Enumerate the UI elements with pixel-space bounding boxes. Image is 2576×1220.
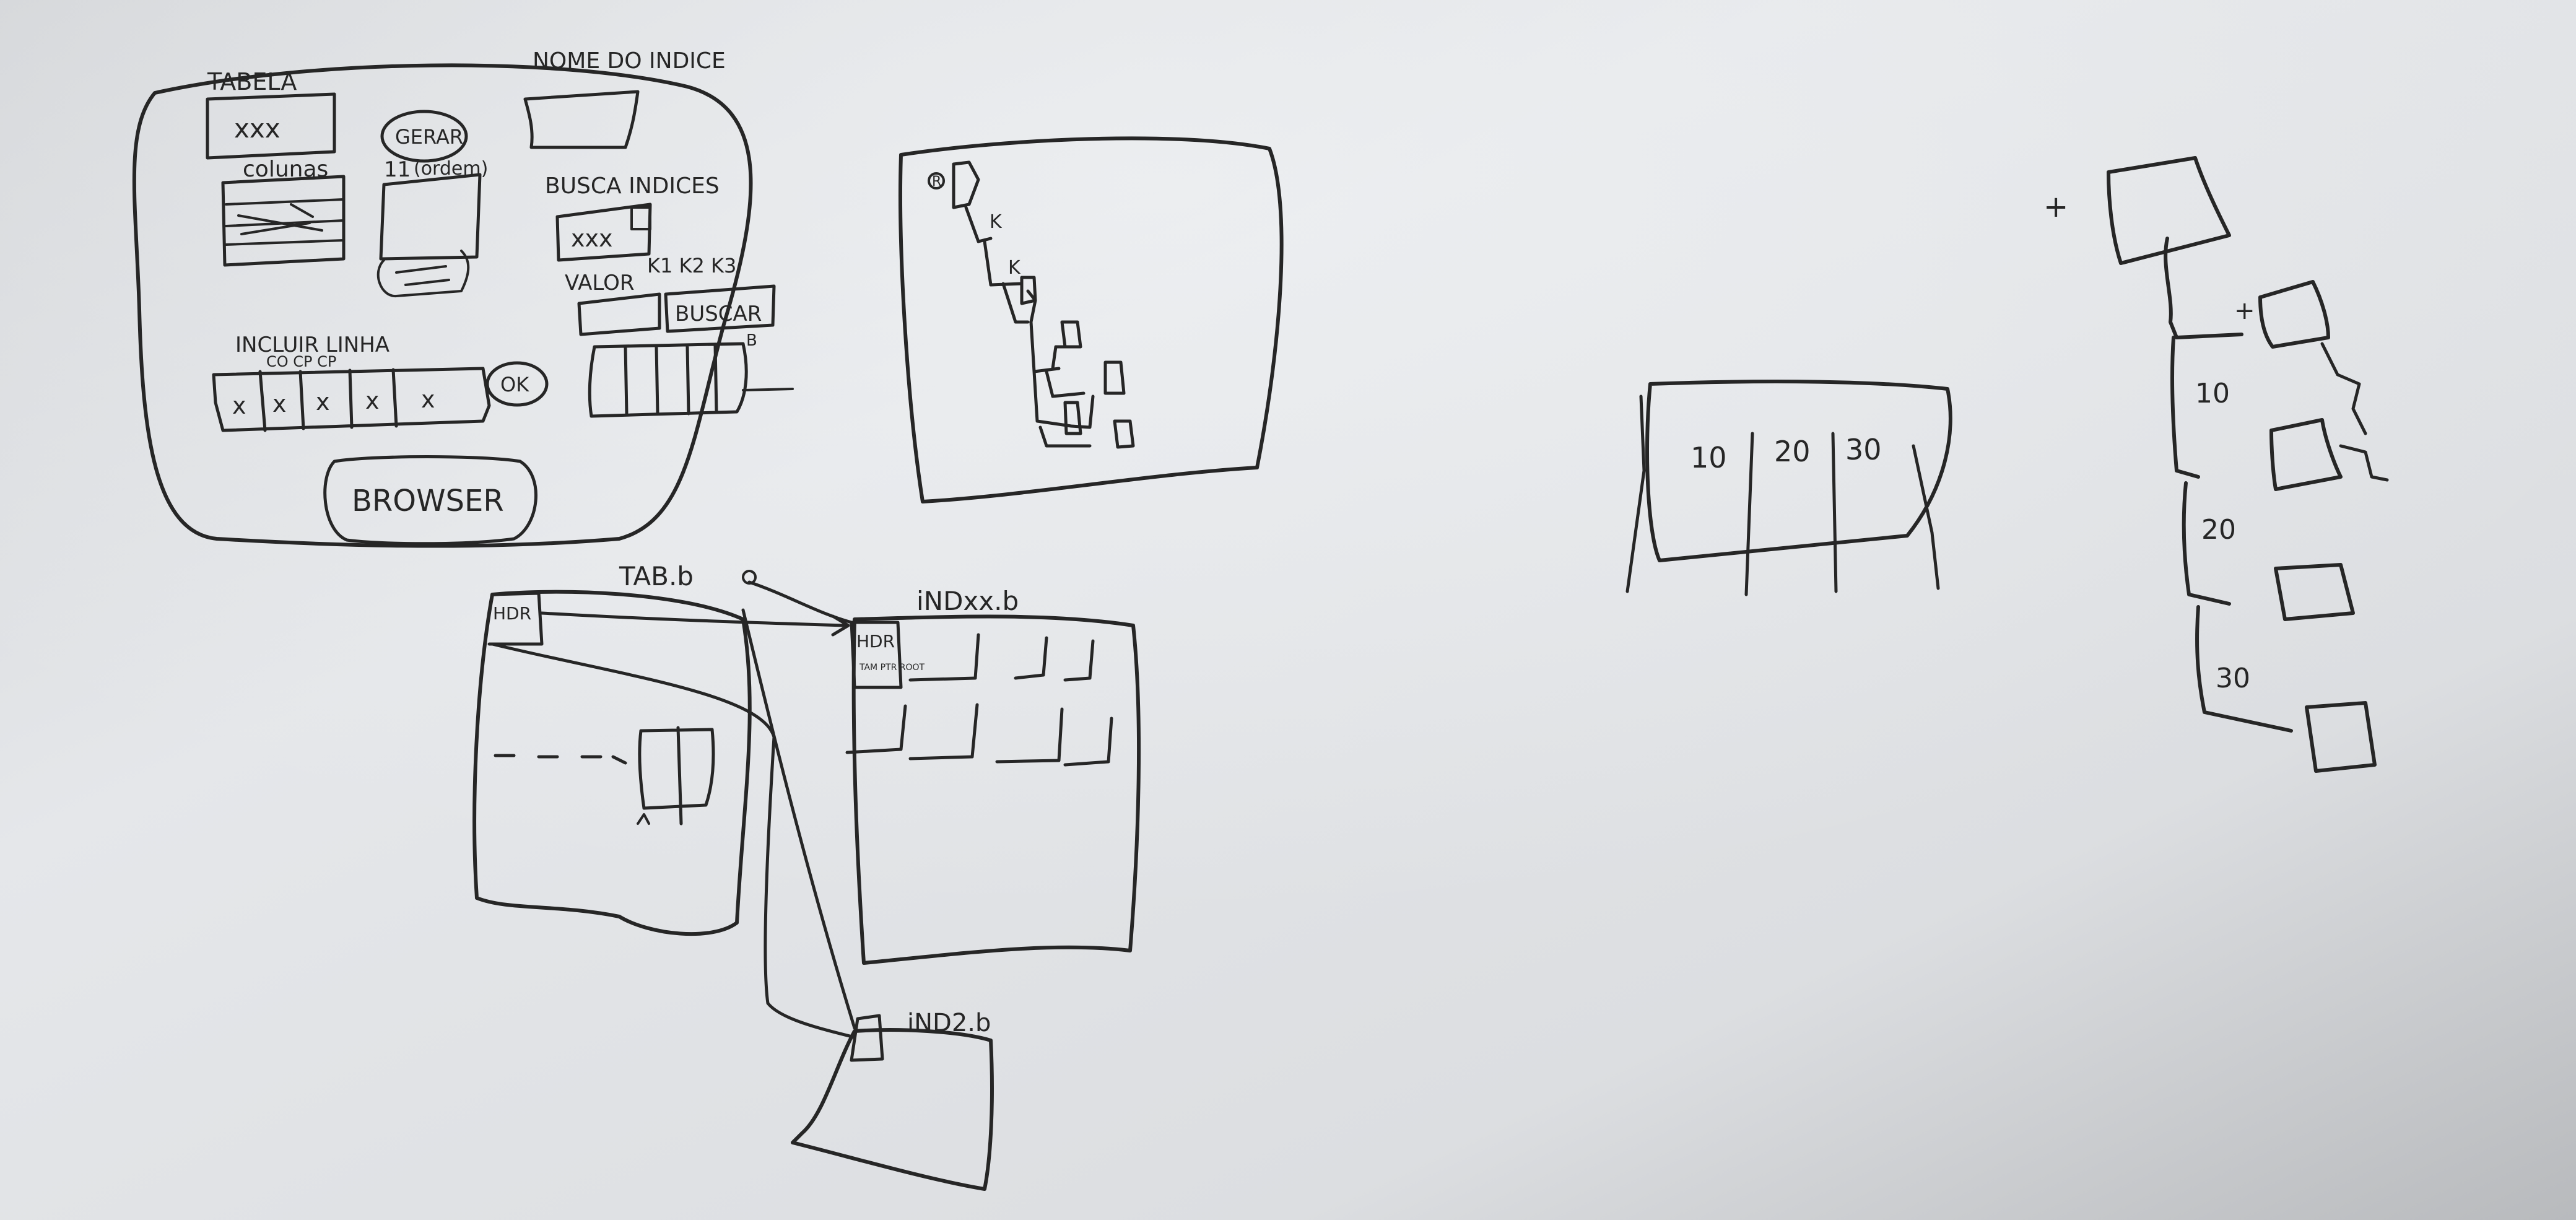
right-child-node-2: [2269, 418, 2343, 491]
right-child-plus: +: [2234, 297, 2255, 325]
tree-sketch: R K K: [899, 136, 1284, 503]
right-child-links: [2320, 342, 2389, 482]
tab-hdr-label: HDR: [493, 603, 531, 624]
tree-key-1: K: [990, 211, 1003, 233]
idx-file-box: [851, 614, 1141, 965]
node-sketch-box: [1645, 380, 1952, 562]
nome-indice-input: [523, 90, 640, 149]
tab-file-label: TAB.b: [619, 561, 694, 591]
busca-value: xxx: [571, 225, 612, 252]
buscar-button[interactable]: [664, 284, 776, 333]
tree-key-2: K: [1008, 257, 1021, 279]
tree-root-label: R: [932, 174, 941, 190]
busca-indices-label: BUSCA INDICES: [545, 173, 720, 199]
incluir-cell-2: x: [272, 390, 287, 417]
valor-input-box: [577, 292, 661, 336]
tabela-label: TABELA: [207, 68, 297, 95]
node-value-20: 20: [1774, 435, 1811, 468]
right-child-node-1: [2258, 280, 2330, 349]
incluir-cell-4: x: [365, 387, 380, 414]
right-tree: + + 10 20 30: [2043, 156, 2389, 773]
valor-label: VALOR: [565, 271, 634, 295]
right-value-20: 20: [2201, 514, 2236, 546]
tree-root-node: [952, 160, 980, 209]
incluir-cell-5: x: [421, 386, 435, 413]
tree-sketch-outline: [899, 136, 1284, 503]
node-value-10: 10: [1690, 441, 1727, 474]
incluir-linha-label: INCLUIR LINHA: [235, 333, 389, 357]
ui-sketch: TABELA xxx colunas GERAR 11 (ordem) NOME…: [132, 48, 794, 548]
idx-hdr-box: [850, 621, 903, 689]
busca-input-box: [555, 203, 652, 262]
incluir-row-box: [212, 367, 491, 432]
idx-hdr-label: HDR: [856, 631, 895, 651]
right-value-30: 30: [2216, 663, 2250, 694]
node-value-30: 30: [1845, 433, 1882, 466]
right-child-node-4: [2305, 701, 2377, 773]
right-child-node-3: [2274, 563, 2355, 621]
colunas-strike: [237, 203, 323, 235]
tabela-input-box: [206, 92, 336, 160]
file-diagram: TAB.b HDR iNDxx.b HDR TAM PTR ROOT iND2.…: [472, 561, 1141, 1191]
b-label: B: [746, 331, 757, 350]
ordem-scribble: [376, 250, 470, 297]
keys-label: K1 K2 K3: [647, 254, 736, 277]
tabela-value: xxx: [234, 113, 281, 144]
tab-record-box: [638, 726, 715, 826]
ui-sketch-outline: [132, 63, 753, 548]
ok-button[interactable]: [485, 361, 549, 407]
ordem-box: [379, 173, 482, 261]
right-value-10: 10: [2195, 378, 2230, 409]
idx-file-label: iNDxx.b: [916, 586, 1019, 616]
incluir-cell-3: x: [316, 388, 330, 416]
nome-indice-label: NOME DO INDICE: [533, 48, 726, 74]
right-plus-label: +: [2043, 190, 2068, 224]
incluir-cell-1: x: [232, 392, 246, 419]
browser-button[interactable]: [323, 455, 537, 546]
busca-dropdown-toggle[interactable]: [630, 206, 651, 230]
ind2-node: [850, 1014, 884, 1062]
ok-button-label: OK: [500, 373, 529, 396]
tab-record-arrow: [637, 813, 650, 825]
gerar-button-label: GERAR: [395, 125, 463, 149]
browser-button-label: BROWSER: [352, 484, 504, 518]
right-root-node: [2107, 156, 2231, 265]
idx-node-slots: [845, 633, 1113, 767]
buscar-button-label: BUSCAR: [675, 302, 762, 326]
tree-child-nodes: [1020, 276, 1135, 449]
tab-file-box: [472, 590, 752, 936]
incluir-col-headers: CO CP CP: [266, 353, 336, 370]
node-dividers: [1625, 394, 1940, 596]
ind2-file-box: [791, 1028, 994, 1191]
gerar-button[interactable]: [380, 110, 468, 163]
ordem-count: 11: [384, 157, 411, 182]
idx-hdr-note: TAM PTR ROOT: [859, 663, 925, 673]
tree-root-marker: [928, 172, 945, 190]
node-sketch: 10 20 30: [1625, 380, 1952, 596]
pointer-to-idx-line: [741, 580, 856, 1030]
tab-to-ind2-line: [490, 642, 856, 1039]
colunas-list-box: [221, 175, 346, 267]
tab-hdr-box: [487, 591, 544, 646]
right-trunk: [2164, 237, 2293, 733]
tab-record-dashes: [494, 754, 627, 765]
ui-btree-baseline: [742, 388, 794, 391]
ui-btree-node: [588, 342, 748, 418]
